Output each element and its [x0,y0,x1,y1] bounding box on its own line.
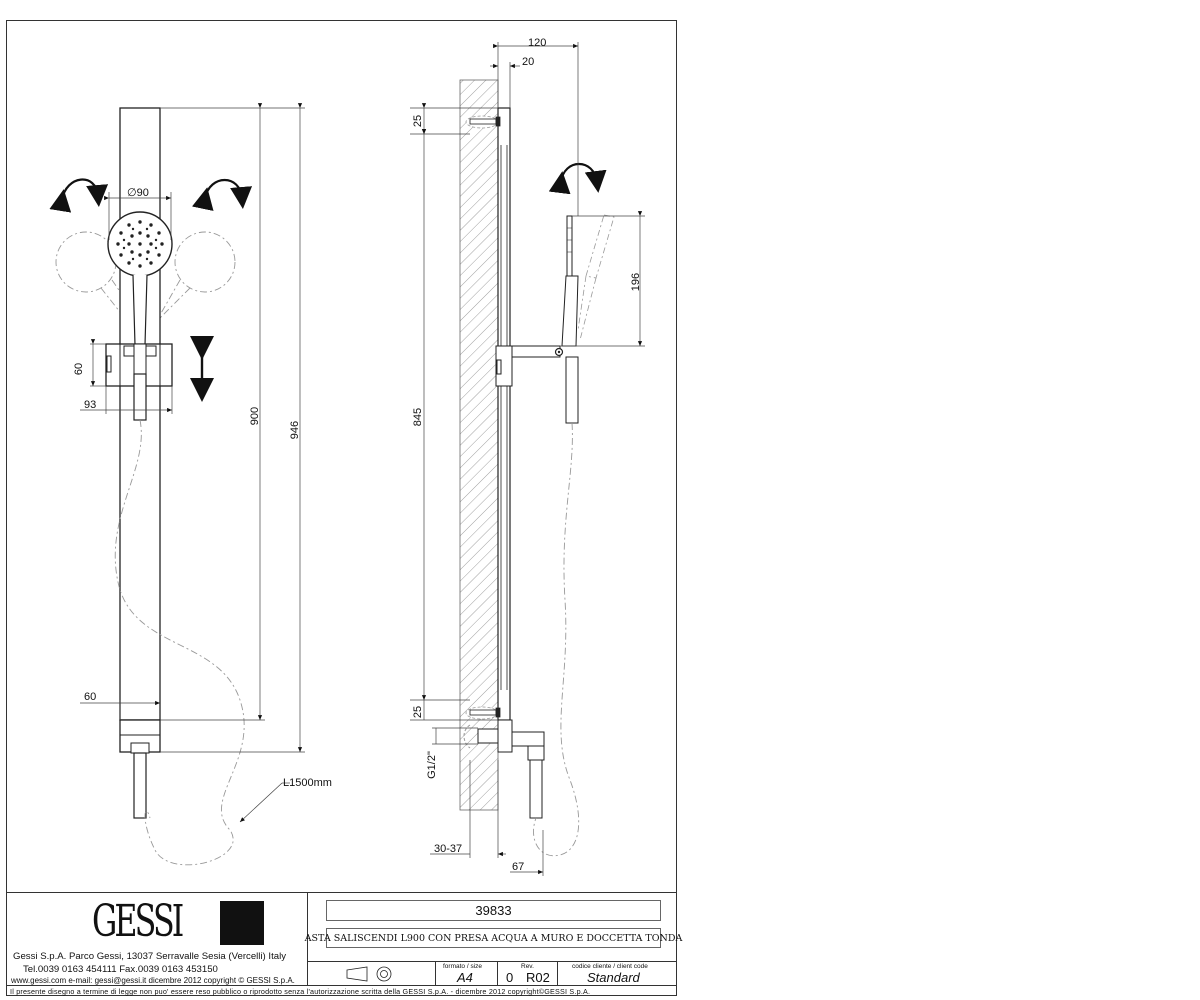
projection-symbol-icon [346,966,392,982]
rail-side [497,107,511,721]
logo-square [220,901,264,945]
shower-nozzles [116,220,164,268]
format-label: formato / size [443,963,483,970]
ghost-head-left [55,231,117,293]
gessi-logo: GESSI [92,896,264,947]
rev-code: R02 [526,970,550,985]
rev-number: 0 [506,970,514,985]
dim-900: 900 [249,407,261,425]
dim-196: 196 [630,273,642,291]
wall-outlet-front [133,752,147,819]
product-description: ASTA SALISCENDI L900 CON PRESA ACQUA A M… [305,928,682,948]
side-view [410,42,645,876]
client-code-value: Standard [587,970,640,985]
rotation-arrow-icon [548,163,607,195]
dim-120: 120 [528,37,546,49]
format-value: A4 [457,970,473,985]
dim-25-bottom: 25 [412,706,424,718]
dim-diameter: ∅90 [127,187,149,199]
dim-67: 67 [512,861,524,873]
dim-93: 93 [84,399,96,411]
dim-845: 845 [412,408,424,426]
hose-front [114,419,245,866]
wall-section [459,79,499,811]
logo-text: GESSI [92,896,184,947]
dim-20: 20 [522,56,534,68]
dim-wall: 30-37 [434,843,462,855]
dimension-labels: ∅90 60 93 900 946 60 L1500mm 120 20 25 8… [73,37,642,873]
legal-notice: Il presente disegno a termine di legge n… [10,987,591,996]
client-code-label: codice cliente / client code [572,963,648,970]
front-view [49,103,305,866]
dim-thread: G1/2" [426,751,438,779]
dim-25-top: 25 [412,115,424,127]
ghost-head-right [174,231,236,293]
drawing-sheet [6,20,677,996]
company-phone: Tel.0039 0163 454111 Fax.0039 0163 45315… [23,964,218,975]
rotation-arrow-icon [191,179,253,212]
hose-side [533,422,580,857]
wall-outlet-side [529,759,543,819]
dim-60-rail: 60 [84,691,96,703]
rotation-arrow-icon [49,178,109,213]
dim-60-holder: 60 [73,363,85,375]
company-address: Gessi S.p.A. Parco Gessi, 13037 Serraval… [13,951,287,962]
product-code: 39833 [326,900,661,921]
wall-screws [465,115,501,720]
company-web: www.gessi.com e-mail: gessi@gessi.it dic… [11,976,295,985]
dim-hose-length: L1500mm [283,777,332,789]
dim-946: 946 [289,421,301,439]
rev-label: Rev. [521,963,534,970]
